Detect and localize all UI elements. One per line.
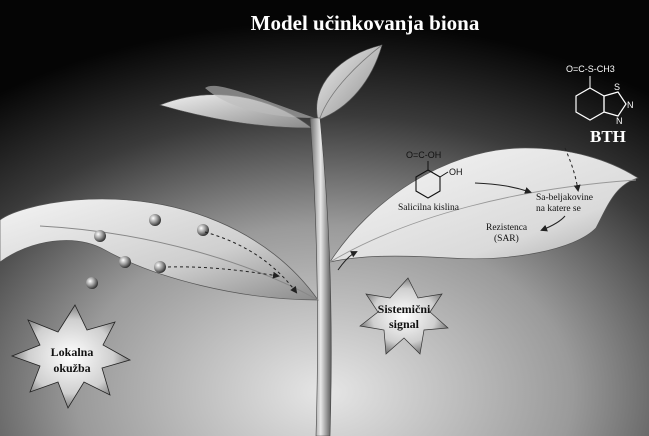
bth-atom-n: N	[627, 100, 634, 110]
diagram-title: Model učinkovanja biona	[251, 11, 480, 35]
salicylic-label: Salicilna kislina	[398, 203, 460, 213]
resistance-label-line2: (SAR)	[494, 233, 519, 244]
resistance-label-line1: Rezistenca	[486, 223, 528, 233]
sphere	[149, 214, 161, 226]
sphere	[94, 230, 106, 242]
local-infection-line1: Lokalna	[51, 345, 94, 359]
proteins-label-line2: na katere se	[536, 204, 581, 214]
sphere	[86, 277, 98, 289]
salicylic-group-top: O=C-OH	[406, 150, 441, 160]
sphere	[119, 256, 131, 268]
bth-atom-s: S	[614, 82, 620, 92]
salicylic-oh: OH	[449, 167, 463, 177]
bth-label: BTH	[590, 127, 626, 146]
bth-atom-n: N	[616, 116, 623, 126]
local-infection-line2: okužba	[53, 361, 90, 375]
systemic-signal-line1: Sistemični	[378, 302, 431, 316]
sphere	[197, 224, 209, 236]
proteins-label-line1: Sa-beljakovine	[536, 193, 593, 203]
systemic-signal-line2: signal	[389, 317, 420, 331]
sphere	[154, 261, 166, 273]
bth-formula-top: O=C-S-CH3	[566, 64, 615, 74]
